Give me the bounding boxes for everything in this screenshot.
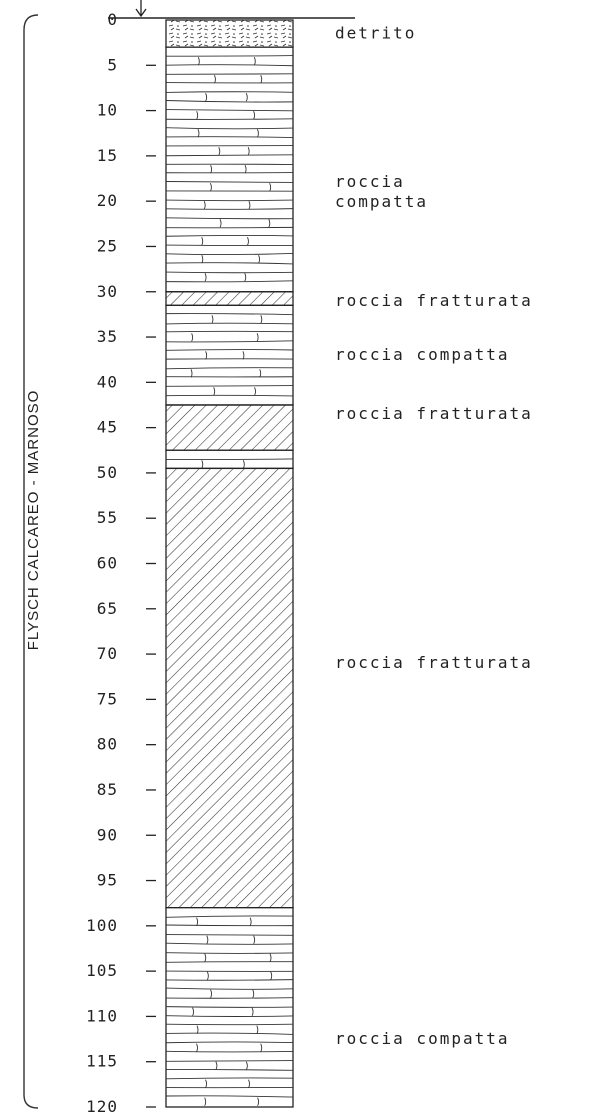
arrow-down-icon xyxy=(135,0,147,18)
depth-tick-label: 50 xyxy=(97,463,118,482)
depth-tick-label: 105 xyxy=(86,961,118,980)
layer-description-label: roccia compatta xyxy=(335,1029,510,1048)
layer-fractured xyxy=(165,291,294,306)
depth-tick-label: 40 xyxy=(97,372,118,391)
layer-description-label: roccia fratturata xyxy=(335,404,533,423)
depth-tick-label: 110 xyxy=(86,1006,118,1025)
depth-axis: 0 5 10 15 20 25 30 35 40 45 50 55 60 65 70 75 80 85 90 95 10… xyxy=(86,10,156,1113)
bedding-texture xyxy=(165,915,294,1106)
depth-tick-label: 20 xyxy=(97,191,118,210)
bedding-texture xyxy=(165,55,294,283)
depth-tick-label: 90 xyxy=(97,825,118,844)
depth-tick-label: 55 xyxy=(97,508,118,527)
depth-tick-label: 65 xyxy=(97,599,118,618)
bedding-texture xyxy=(165,458,294,469)
depth-tick-label: 80 xyxy=(97,735,118,754)
depth-tick-label: 15 xyxy=(97,146,118,165)
formation-label: FLYSCH CALCAREO - MARNOSO xyxy=(25,390,42,651)
depth-tick-label: 60 xyxy=(97,554,118,573)
bedding-texture xyxy=(165,313,294,397)
layer-fractured xyxy=(165,467,294,909)
layer-compact xyxy=(165,449,294,470)
layer-description-label: roccia fratturata xyxy=(335,653,533,672)
depth-tick-label: 75 xyxy=(97,689,118,708)
depth-tick-label: 30 xyxy=(97,282,118,301)
borehole-column xyxy=(165,19,294,1108)
depth-tick-label: 45 xyxy=(97,418,118,437)
layer-compact xyxy=(165,907,294,1108)
depth-tick-label: 95 xyxy=(97,871,118,890)
depth-tick-label: 85 xyxy=(97,780,118,799)
layer-description-label: compatta xyxy=(335,192,428,211)
layer-description-label: roccia xyxy=(335,172,405,191)
layer-description-label: roccia fratturata xyxy=(335,291,533,310)
layer-debris xyxy=(165,19,294,48)
depth-tick-label: 35 xyxy=(97,327,118,346)
formation-bracket xyxy=(23,14,39,1109)
depth-tick-label: 0 xyxy=(107,10,118,29)
depth-tick-label: 10 xyxy=(97,101,118,120)
layer-description-label: roccia compatta xyxy=(335,345,510,364)
layer-compact xyxy=(165,46,294,293)
depth-tick-label: 25 xyxy=(97,236,118,255)
layer-description-label: detrito xyxy=(335,24,416,43)
depth-tick-label: 115 xyxy=(86,1052,118,1071)
depth-tick-label: 5 xyxy=(107,55,118,74)
depth-tick-label: 100 xyxy=(86,916,118,935)
depth-tick-label: 70 xyxy=(97,644,118,663)
layer-fractured xyxy=(165,404,294,451)
layer-compact xyxy=(165,304,294,406)
depth-tick-label: 120 xyxy=(86,1097,118,1113)
